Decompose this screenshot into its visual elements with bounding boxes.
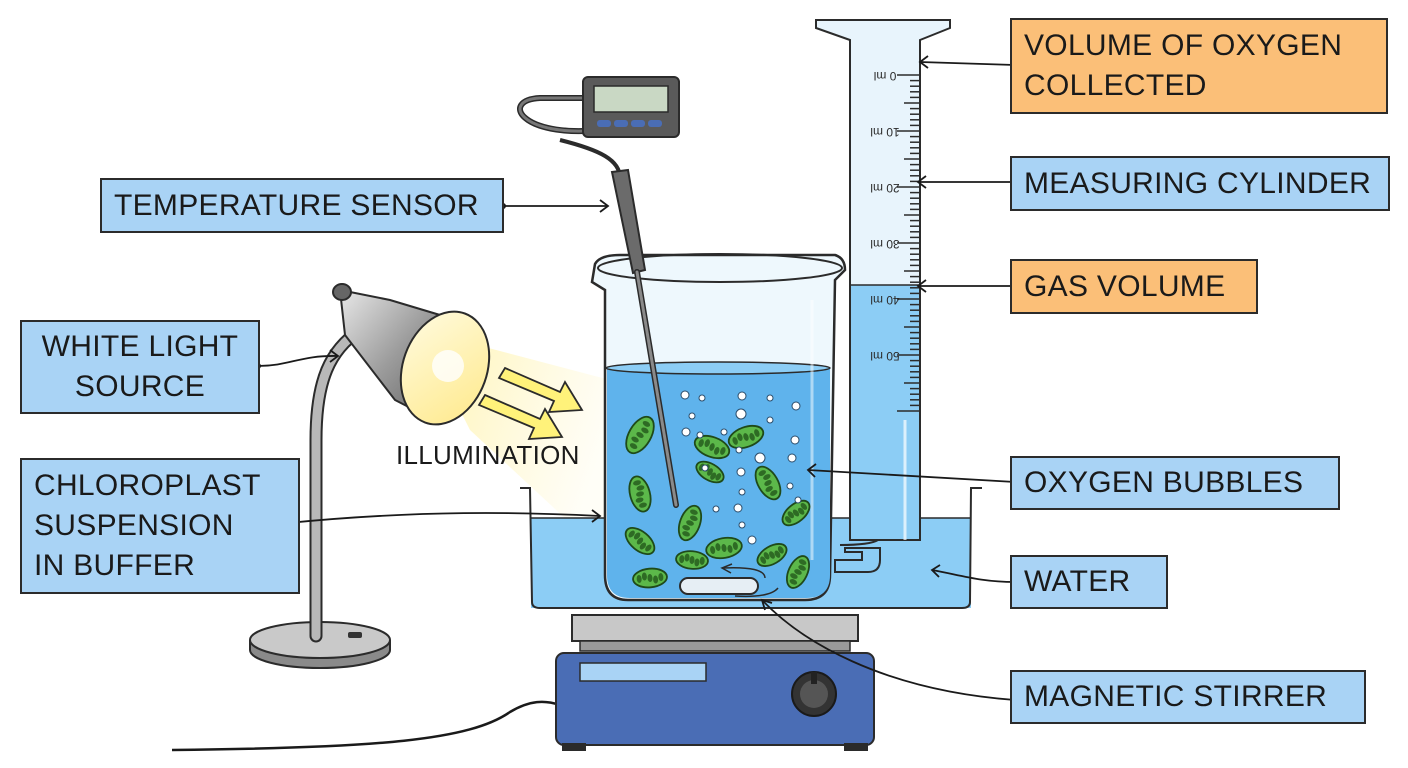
temperature-probe bbox=[517, 95, 679, 508]
oxygen-bubble bbox=[736, 467, 746, 477]
oxygen-bubble bbox=[790, 435, 800, 445]
oxygen-bubble bbox=[688, 412, 696, 420]
label-text: SOURCE bbox=[74, 370, 206, 403]
chloroplast bbox=[785, 555, 811, 589]
label-measuring-cylinder: MEASURING CYLINDER bbox=[1010, 156, 1390, 211]
cylinder-scale-label: 10 ml bbox=[870, 125, 899, 139]
chloroplast bbox=[625, 415, 655, 455]
label-text: SUSPENSION bbox=[34, 509, 234, 542]
oxygen-bubble bbox=[738, 488, 746, 496]
label-water: WATER bbox=[1010, 555, 1168, 609]
chloroplast bbox=[727, 424, 765, 450]
label-text: IN BUFFER bbox=[34, 549, 196, 582]
chloroplast bbox=[754, 465, 782, 501]
label-text: CHLOROPLAST bbox=[34, 469, 261, 502]
label-text: WHITE LIGHT bbox=[41, 330, 239, 363]
chloroplast bbox=[624, 527, 656, 555]
chloroplast-suspension bbox=[624, 415, 811, 589]
cylinder-scale-label: 50 ml bbox=[870, 349, 899, 363]
chloroplast bbox=[781, 499, 811, 527]
chloroplast bbox=[628, 475, 652, 513]
oxygen-bubble bbox=[681, 427, 691, 437]
chloroplast bbox=[677, 504, 703, 542]
oxygen-bubble bbox=[735, 408, 747, 420]
oxygen-bubble bbox=[738, 521, 746, 529]
oxygen-bubbles bbox=[680, 390, 802, 545]
power-cable bbox=[171, 700, 561, 752]
oxygen-bubble bbox=[766, 416, 774, 424]
label-illumination: ILLUMINATION bbox=[396, 440, 580, 471]
cylinder-scale-label: 40 ml bbox=[870, 293, 899, 307]
oxygen-bubble bbox=[733, 503, 743, 513]
lamp bbox=[249, 283, 491, 669]
label-text: VOLUME OF OXYGEN bbox=[1024, 29, 1343, 62]
oxygen-bubble bbox=[754, 452, 766, 464]
oxygen-bubble bbox=[720, 428, 728, 436]
label-text: ILLUMINATION bbox=[396, 440, 580, 470]
label-oxygen-bubbles: OXYGEN BUBBLES bbox=[1010, 456, 1340, 510]
label-text: WATER bbox=[1024, 565, 1131, 598]
label-text: MAGNETIC STIRRER bbox=[1024, 680, 1328, 713]
cylinder-scale-label: 20 ml bbox=[870, 181, 899, 195]
measuring-cylinder: 0 ml 10 ml 20 ml 30 ml 40 ml 50 ml bbox=[815, 19, 951, 541]
oxygen-bubble bbox=[680, 390, 690, 400]
oxygen-bubble bbox=[701, 464, 709, 472]
label-text: OXYGEN BUBBLES bbox=[1024, 466, 1304, 499]
leader-lines bbox=[257, 55, 1016, 701]
cylinder-scale-label: 30 ml bbox=[870, 237, 899, 251]
oxygen-bubble bbox=[735, 446, 743, 454]
cylinder-scale-label: 0 ml bbox=[874, 69, 897, 83]
label-volume-of-oxygen-collected: VOLUME OF OXYGEN COLLECTED bbox=[1010, 18, 1388, 114]
label-text: COLLECTED bbox=[1024, 69, 1207, 102]
label-text: MEASURING CYLINDER bbox=[1024, 166, 1372, 200]
chloroplast bbox=[693, 434, 731, 460]
label-white-light-source: WHITE LIGHT SOURCE bbox=[20, 320, 260, 414]
label-text: GAS VOLUME bbox=[1024, 269, 1226, 303]
label-chloroplast-suspension: CHLOROPLAST SUSPENSION IN BUFFER bbox=[20, 458, 300, 594]
chloroplast bbox=[756, 543, 788, 567]
oxygen-bubble bbox=[787, 453, 797, 463]
stirrer-bar bbox=[679, 563, 779, 598]
oxygen-bubble bbox=[696, 431, 704, 439]
label-temperature-sensor: TEMPERATURE SENSOR bbox=[100, 178, 504, 233]
label-text: TEMPERATURE SENSOR bbox=[114, 188, 479, 222]
oxygen-bubble bbox=[766, 394, 774, 402]
oxygen-bubble bbox=[698, 394, 706, 402]
oxygen-bubble bbox=[737, 391, 747, 401]
chloroplast bbox=[675, 550, 709, 570]
magnetic-stirrer-unit bbox=[555, 614, 875, 751]
illumination-arrows bbox=[477, 366, 584, 440]
oxygen-bubble bbox=[786, 482, 794, 490]
chloroplast bbox=[632, 567, 668, 589]
label-gas-volume: GAS VOLUME bbox=[1010, 259, 1258, 314]
label-magnetic-stirrer: MAGNETIC STIRRER bbox=[1010, 670, 1366, 724]
oxygen-bubble bbox=[712, 505, 720, 513]
oxygen-bubble bbox=[747, 535, 757, 545]
temperature-display bbox=[582, 76, 680, 138]
oxygen-bubble bbox=[791, 401, 801, 411]
delivery-tube bbox=[834, 547, 881, 573]
oxygen-bubble bbox=[794, 496, 802, 504]
